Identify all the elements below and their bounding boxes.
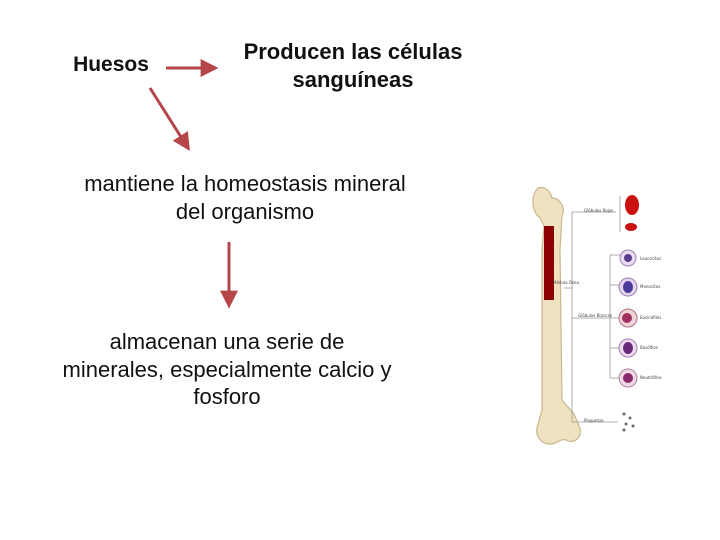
node-almacenan-minerales: almacenan una serie de minerales, especi… — [62, 329, 392, 409]
label-monocitos: Monocitos — [640, 284, 661, 289]
label-globulos-rojos: Glóbulos Rojos — [584, 208, 614, 213]
label-eosinofilos: Eosinófilos — [640, 315, 662, 320]
arrow-huesos-to-homeostasis — [148, 87, 190, 152]
white-blood-cells — [618, 249, 638, 388]
label-neutrofilos: Neutrófilos — [640, 375, 662, 380]
bone-marrow — [544, 226, 554, 300]
femur-illustration — [532, 186, 581, 445]
label-leucocitos: Leucocitos — [640, 256, 662, 261]
node-producen-celulas: Producen las células sanguíneas — [243, 39, 463, 92]
platelets — [622, 412, 635, 432]
node-homeostasis: mantiene la homeostasis mineral del orga… — [84, 171, 406, 224]
node-huesos: Huesos — [73, 53, 149, 76]
label-medula-osea: Médula Ósea — [553, 280, 579, 285]
label-basofilos: Basófilos — [640, 345, 658, 350]
label-globulos-blancos: Glóbulos Blancos — [578, 313, 613, 318]
red-blood-cells — [625, 195, 639, 231]
illustration-connectors — [564, 196, 621, 423]
label-plaquetas: Plaquetas — [584, 418, 604, 423]
